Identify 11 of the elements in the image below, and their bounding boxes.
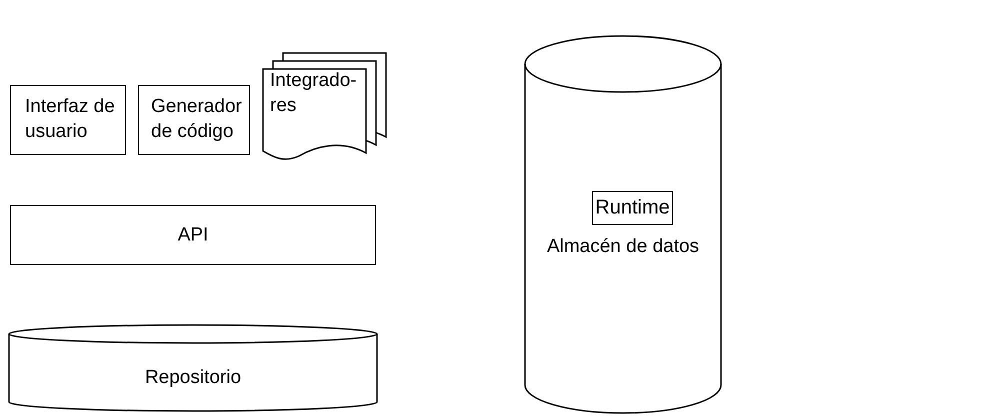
module-box — [10, 85, 126, 155]
box-label: Interfaz de usuario — [25, 95, 116, 144]
box-label: Runtime — [594, 196, 671, 220]
module-box — [10, 205, 376, 265]
box-label: API — [176, 224, 210, 248]
module-box — [138, 85, 250, 155]
box-label: Integrado- res — [270, 69, 358, 118]
box-label: Generador de código — [151, 95, 243, 144]
box-label: Repositorio — [144, 366, 242, 390]
box-label: Almacén de datos — [546, 235, 700, 259]
runtime-box — [592, 191, 673, 225]
